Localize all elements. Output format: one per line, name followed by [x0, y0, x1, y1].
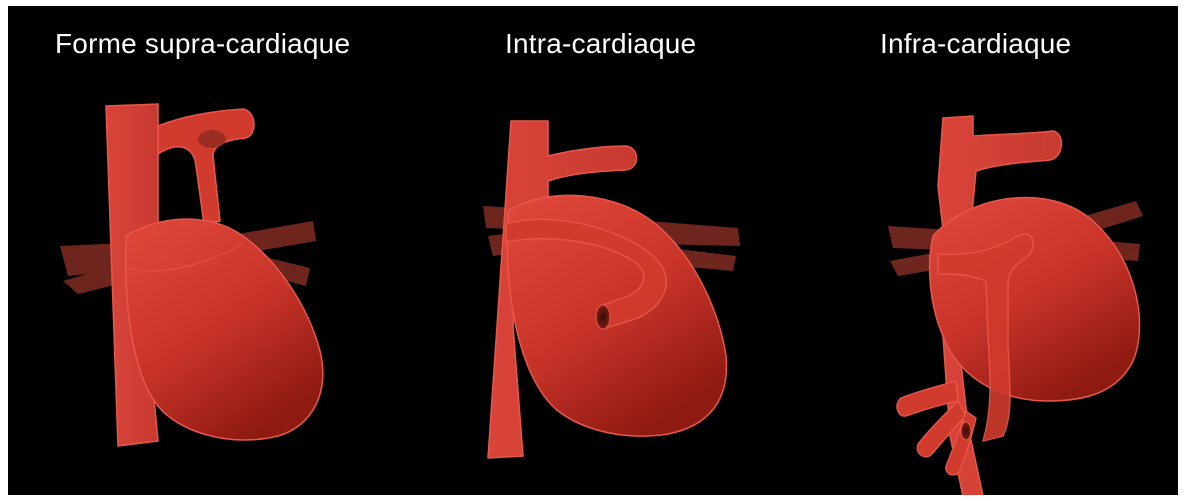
heart-supracardiac	[60, 104, 323, 446]
heart-illustrations	[8, 6, 1178, 495]
vessel-opening	[961, 422, 971, 440]
heart-infracardiac	[888, 116, 1143, 495]
tapvr-diagram: Forme supra-cardiaque Intra-cardiaque In…	[8, 6, 1178, 495]
heart-intracardiac	[483, 121, 740, 458]
vertical-vein	[158, 109, 254, 224]
vein-junction	[198, 130, 226, 148]
vessel-opening	[596, 305, 610, 329]
